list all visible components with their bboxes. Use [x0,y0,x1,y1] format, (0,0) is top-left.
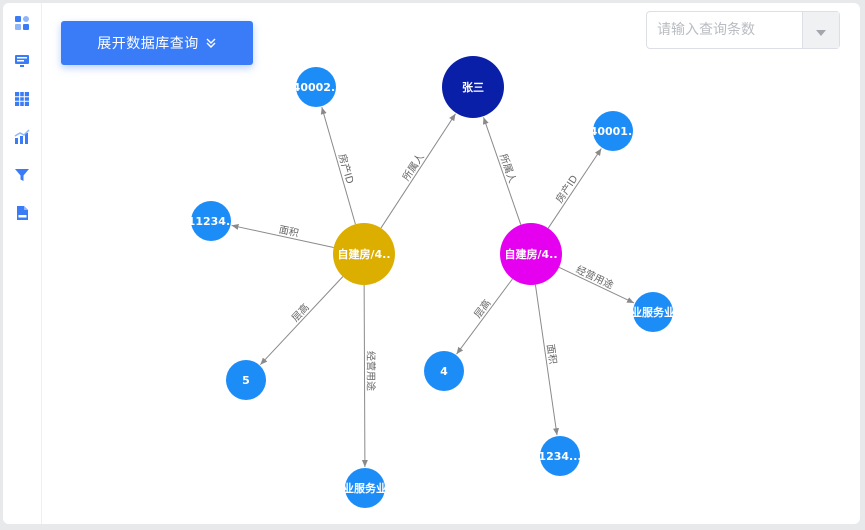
node-circle[interactable] [191,201,231,241]
graph-node[interactable]: 5 [226,360,266,400]
node-label: 自建房/4.. [337,247,390,261]
graph-edge [380,113,456,229]
edge-label: 层高 [471,297,493,321]
node-label: 自建房/4.. [504,247,557,261]
dashboard-icon[interactable] [14,15,30,31]
graph-edge [361,284,368,468]
filter-icon[interactable] [14,167,30,183]
node-circle[interactable] [345,468,385,508]
graph-node[interactable]: 11234.. [188,201,235,241]
grid-icon[interactable] [14,91,30,107]
graph-edge [259,276,344,366]
node-circle[interactable] [540,436,580,476]
node-circle[interactable] [593,111,633,151]
edge-label: 经营用途 [364,351,377,391]
node-label: 11234.. [188,215,235,228]
node-circle[interactable] [333,223,395,285]
graph-node[interactable]: 业服务业 [631,292,675,332]
graph-node[interactable]: 自建房/4.. [500,223,562,285]
graph-node[interactable]: 4 [424,351,464,391]
edge-label: 面积 [278,224,300,240]
query-count-input[interactable] [647,12,803,48]
node-circle[interactable] [442,56,504,118]
node-label: 业服务业 [343,481,387,495]
query-count-select[interactable] [646,11,840,49]
json-file-icon[interactable] [14,205,30,221]
node-label: 业服务业 [631,305,675,319]
node-label: 40002.. [293,81,340,94]
edge-label: 层高 [289,301,312,324]
node-label: 1234... [538,450,581,463]
graph-edge [558,266,635,304]
node-label: 40001.. [590,125,637,138]
expand-database-query-button[interactable]: 展开数据库查询 [61,21,253,65]
node-label: 4 [440,365,448,378]
chart-icon[interactable] [14,129,30,145]
caret-down-icon [816,21,826,40]
graph-edge [547,148,602,229]
graph-node[interactable]: 40001.. [590,111,637,151]
edge-label: 房产ID [336,152,357,185]
edge-label: 所属人 [497,152,518,184]
node-circle[interactable] [500,223,562,285]
edge-label: 房产ID [553,172,581,205]
edge-label: 面积 [544,343,559,365]
edge-label: 经营用途 [574,263,616,292]
graph-edge [231,223,334,248]
graph-edge [534,284,559,436]
graph-edge [456,278,513,355]
monitor-icon[interactable] [14,53,30,69]
graph-node[interactable]: 1234... [538,436,582,476]
node-label: 5 [242,374,250,387]
node-circle[interactable] [633,292,673,332]
relationship-graph[interactable]: 所属人所属人房产ID面积层高经营用途房产ID经营用途层高面积 张三自建房/4..… [3,3,860,524]
graph-node[interactable]: 张三 [442,56,504,118]
node-circle[interactable] [296,67,336,107]
sidebar [3,3,42,524]
graph-edge [482,117,522,225]
node-circle[interactable] [424,351,464,391]
graph-node[interactable]: 业服务业 [343,468,387,508]
graph-edge [320,107,356,225]
node-label: 张三 [462,80,484,94]
dropdown-toggle[interactable] [802,12,839,48]
graph-node[interactable]: 40002.. [293,67,340,107]
graph-node[interactable]: 自建房/4.. [333,223,395,285]
expand-database-query-label: 展开数据库查询 [97,36,199,52]
node-circle[interactable] [226,360,266,400]
double-chevron-down-icon [205,37,217,49]
